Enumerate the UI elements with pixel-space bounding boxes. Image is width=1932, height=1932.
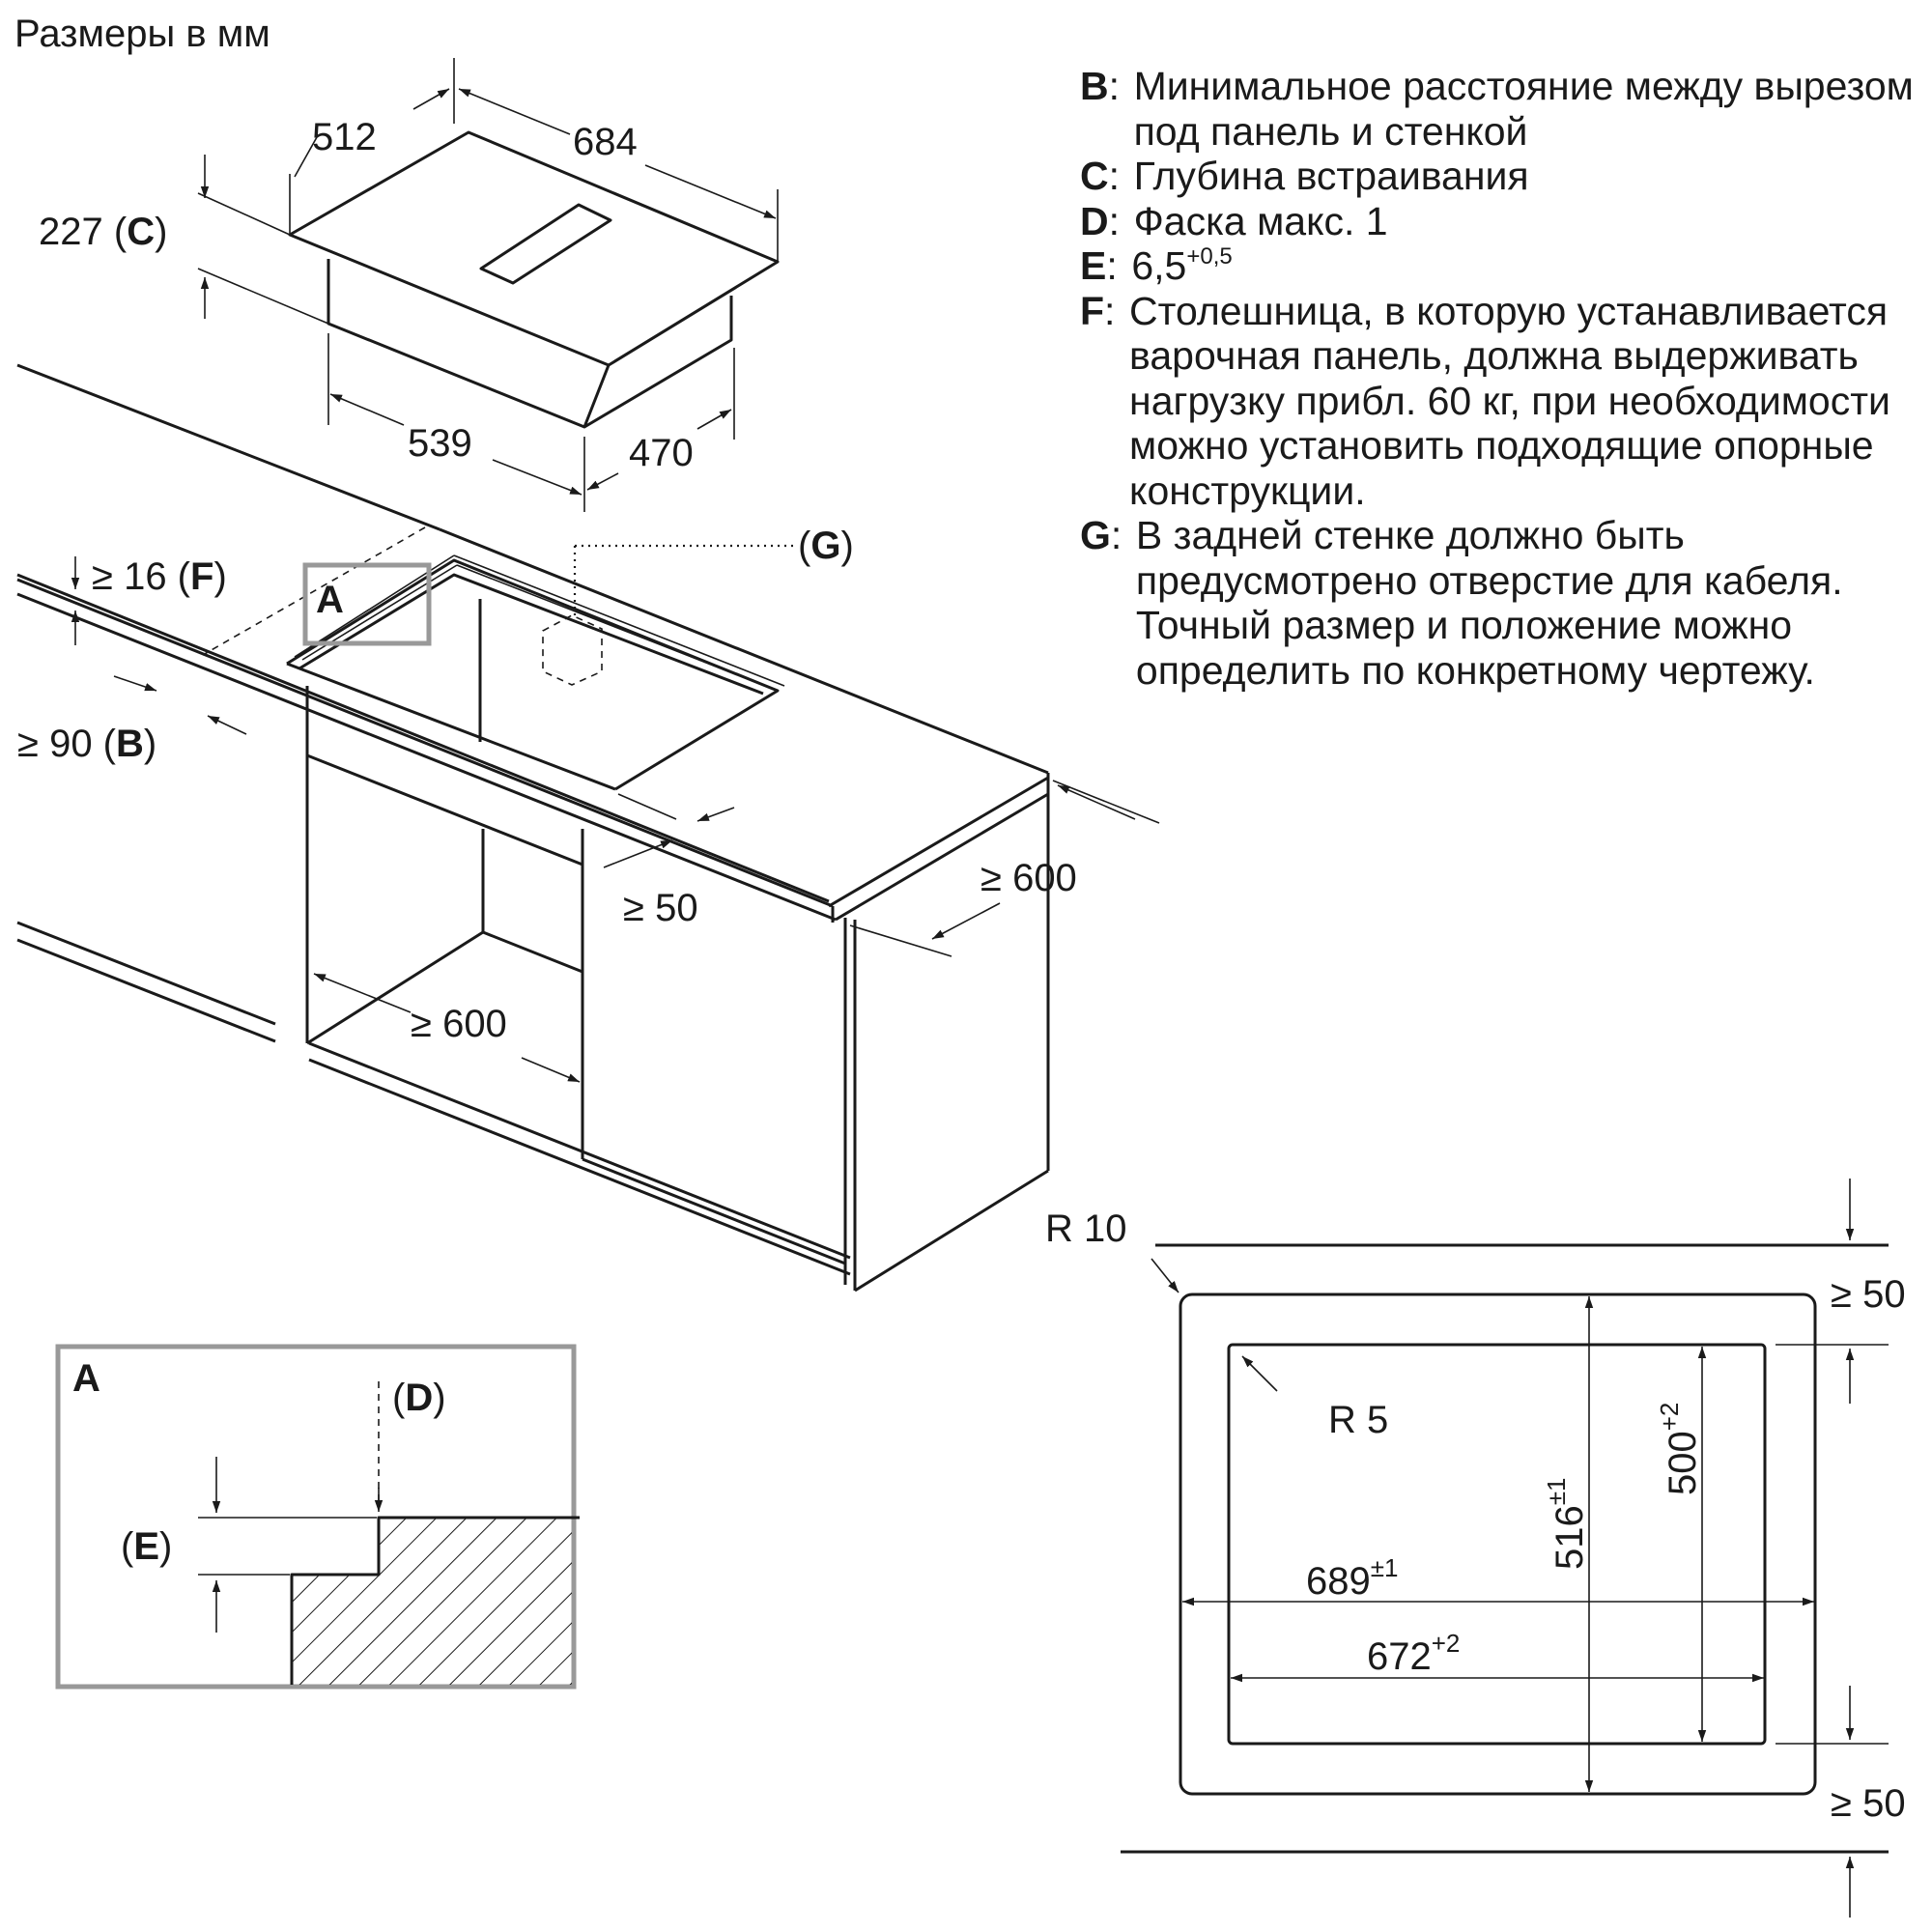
legend-key: C xyxy=(1080,154,1109,198)
legend-item-f: F:Столешница, в которую устанавливается … xyxy=(1080,289,1930,514)
front-gap-label: ≥ 50 xyxy=(623,887,698,929)
legend-item-b: B:Минимальное расстояние между вырезом п… xyxy=(1080,64,1930,154)
top-gap-label: ≥ 50 xyxy=(1831,1273,1906,1316)
worktop-thickness-label: ≥ 16 (F) xyxy=(92,555,227,598)
bottom-gap-label: ≥ 50 xyxy=(1831,1782,1906,1825)
legend-item-g: G:В задней стенке должно быть предусмотр… xyxy=(1080,513,1930,693)
hob-length-label: 684 xyxy=(573,121,638,163)
detail-a-marker: A xyxy=(316,579,344,621)
legend-text: Столешница, в которую устанавливается ва… xyxy=(1129,288,1890,513)
legend-text: Фаска макс. 1 xyxy=(1133,198,1388,243)
hob-body-width-label: 470 xyxy=(629,432,694,474)
cable-opening-label: (G) xyxy=(798,525,854,567)
legend-text: Минимальное расстояние между вырезом под… xyxy=(1133,64,1914,154)
legend-key: F xyxy=(1080,288,1105,333)
detail-a-title: A xyxy=(72,1357,100,1400)
hob-depth-label: 227 (C) xyxy=(39,211,167,253)
legend-item-e: E:6,5+0,5 xyxy=(1080,243,1233,288)
inner-depth-label: 500+2 xyxy=(1655,1403,1704,1495)
detail-a-drawing: A (D) (E) xyxy=(55,1344,580,1690)
outer-radius-label: R 10 xyxy=(1045,1208,1127,1250)
legend-text: Глубина встраивания xyxy=(1133,154,1529,198)
inner-width-label: 672+2 xyxy=(1367,1629,1460,1678)
cutout-drawing: R 10 R 5 689±1 672+2 516±1 500+2 ≥ 50 ≥ … xyxy=(1045,1179,1906,1918)
legend-key: D xyxy=(1080,198,1109,243)
outer-width-label: 689±1 xyxy=(1306,1553,1398,1603)
legend-text: В задней стенке должно быть предусмотрен… xyxy=(1135,513,1843,693)
legend-tolerance: +0,5 xyxy=(1186,243,1233,270)
cabinet-inner-width-label: ≥ 600 xyxy=(411,1003,507,1045)
hob-body-length-label: 539 xyxy=(408,422,472,465)
legend-key: B xyxy=(1080,64,1109,108)
legend-key: G xyxy=(1080,513,1111,557)
legend-item-c: C:Глубина встраивания xyxy=(1080,154,1930,199)
legend-key: E xyxy=(1080,243,1107,288)
outer-depth-label: 516±1 xyxy=(1542,1478,1591,1570)
step-label: (E) xyxy=(121,1525,172,1568)
wall-gap-label: ≥ 90 (B) xyxy=(17,723,156,765)
legend: B:Минимальное расстояние между вырезом п… xyxy=(1080,64,1930,693)
legend-text: 6,5 xyxy=(1131,243,1187,288)
hob-width-label: 512 xyxy=(312,116,377,158)
worktop-cabinet-drawing: A ≥ 16 (F) ≥ 90 (B) (G) ≥ 50 ≥ 600 ≥ 600 xyxy=(16,363,1160,1293)
worktop-depth-label: ≥ 600 xyxy=(980,857,1077,899)
legend-item-d: D:Фаска макс. 1 xyxy=(1080,199,1930,244)
chamfer-label: (D) xyxy=(392,1377,446,1419)
inner-radius-label: R 5 xyxy=(1328,1399,1388,1441)
hob-drawing: 512 684 227 (C) 539 470 xyxy=(39,58,780,512)
units-caption: Размеры в мм xyxy=(14,13,270,55)
